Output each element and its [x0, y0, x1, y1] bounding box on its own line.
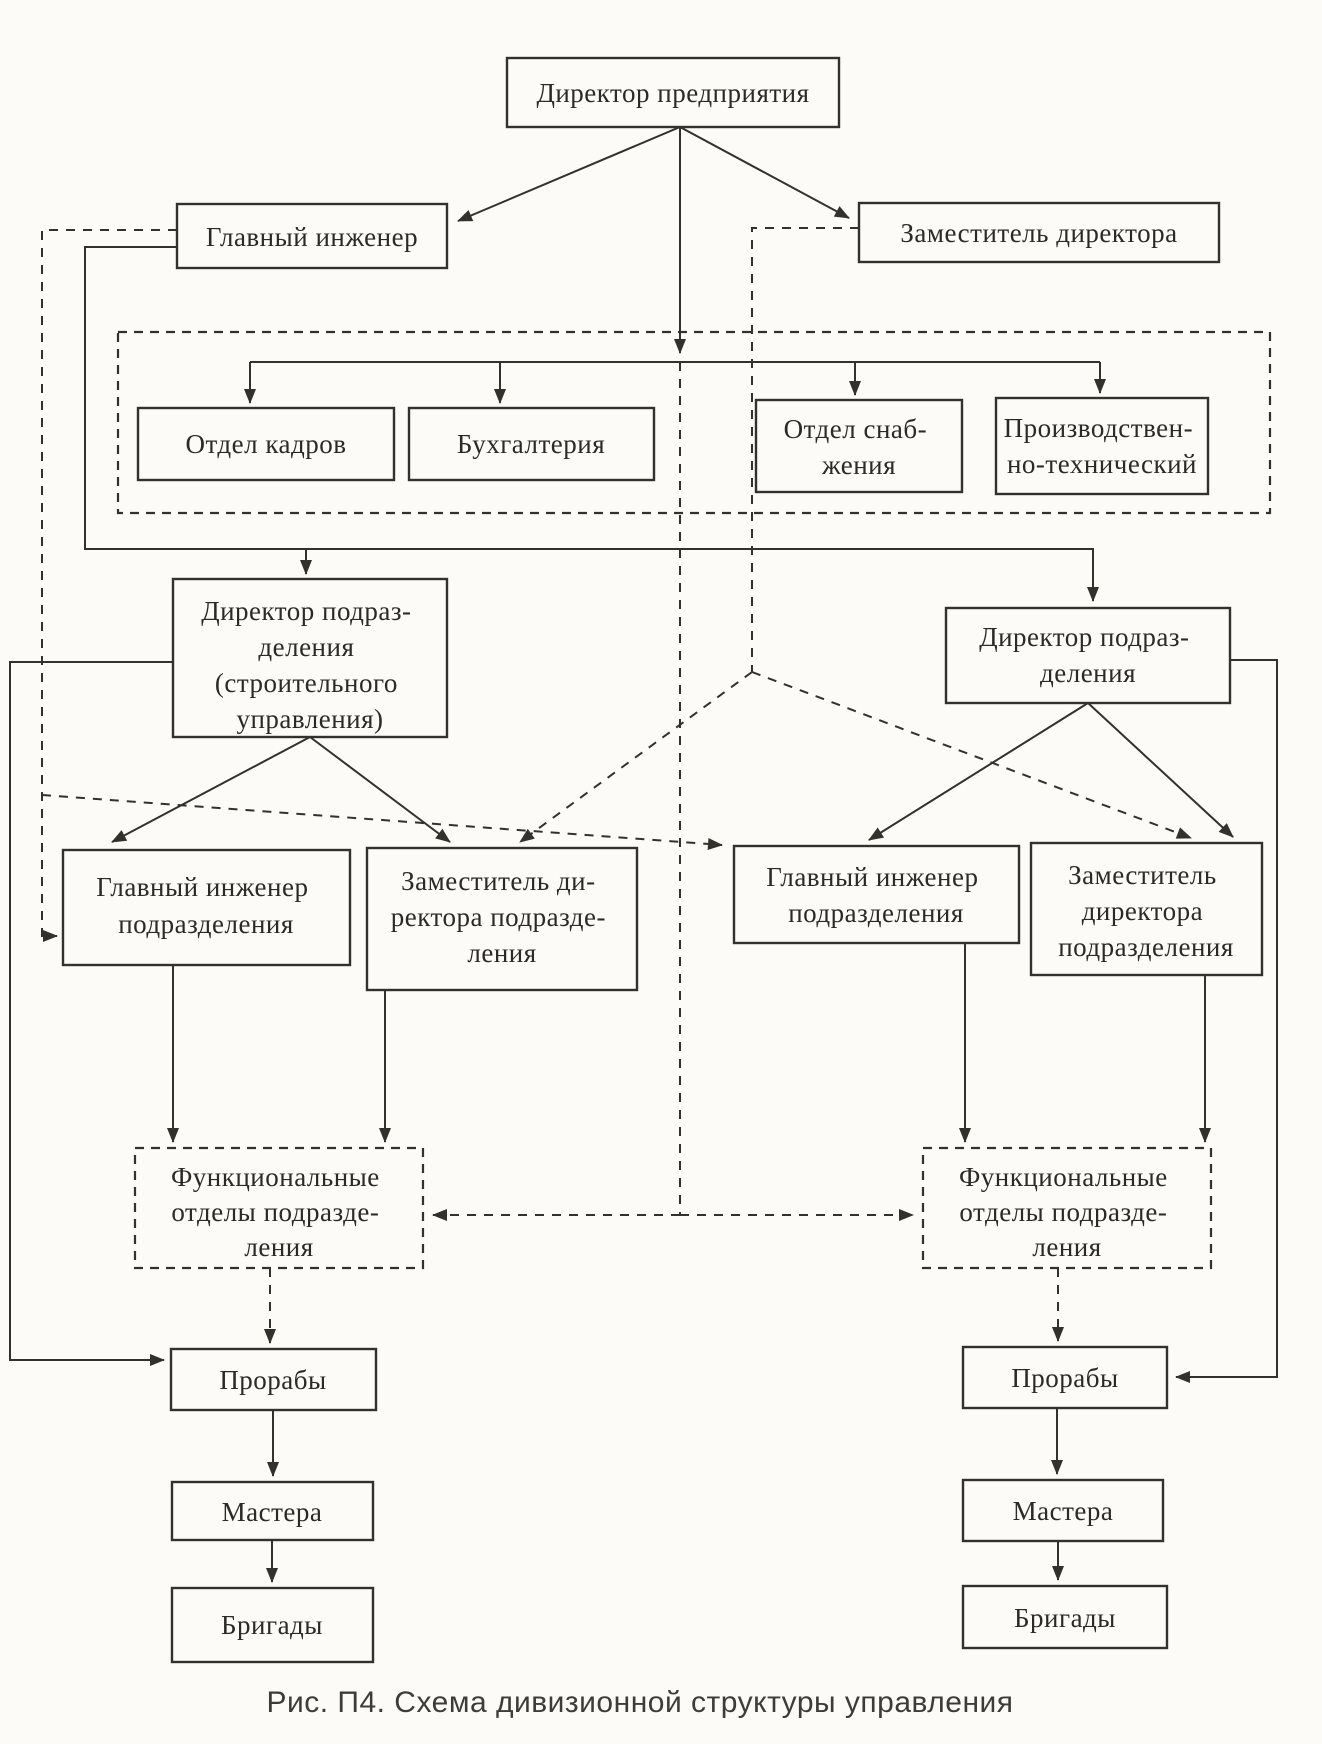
node-box — [407, 406, 656, 482]
node-box — [857, 201, 1221, 264]
node-hr-department: Отдел кадров — [136, 406, 396, 482]
node-label: Функциональные отделы подразде- ления — [171, 1162, 387, 1262]
edge-dashed-deputy-to-left-deputy — [519, 671, 753, 843]
node-left-deputy-director: Заместитель ди- ректора подразде- ления — [365, 846, 639, 992]
edge-left-division-to-deputy — [309, 736, 451, 843]
node-box — [994, 396, 1210, 496]
node-label: Главный инженер подразделения — [766, 862, 985, 928]
edge-left-division-to-chief-engineer — [111, 736, 311, 843]
figure-caption: Рис. П4. Схема дивизионной структуры упр… — [266, 1686, 1013, 1719]
node-label: Директор предприятия — [536, 78, 809, 108]
edge-director-to-deputy — [679, 126, 850, 219]
node-left-masters: Мастера — [170, 1480, 375, 1542]
node-label: Главный инженер подразделения — [96, 872, 315, 939]
node-box — [732, 844, 1021, 945]
node-right-deputy-director: Заместитель директора подразделения — [1029, 841, 1264, 977]
node-supply-department: Отдел снаб- жения — [754, 398, 964, 494]
node-label: Функциональные отделы подразде- ления — [959, 1162, 1175, 1262]
edge-dashed-chief-to-left-chief — [41, 229, 177, 942]
staff-departments-group-frame — [116, 330, 1272, 515]
node-right-division-director: Директор подраз- деления — [944, 606, 1232, 705]
node-box — [944, 606, 1232, 705]
node-left-division-director: Директор подраз- деления (строительного … — [171, 577, 449, 739]
node-label: Заместитель ди- ректора подразде- ления — [391, 866, 613, 968]
node-label: Отдел снаб- жения — [784, 414, 935, 480]
node-box — [921, 1146, 1213, 1270]
node-box — [961, 1478, 1165, 1543]
node-box — [1029, 841, 1264, 977]
node-deputy-director: Заместитель директора — [857, 201, 1221, 264]
edge-right-division-to-chief-engineer — [868, 702, 1089, 841]
node-label: Директор подраз- деления — [979, 622, 1197, 688]
edge-dashed-deputy-stem — [751, 227, 859, 672]
node-label: Заместитель директора подразделения — [1058, 860, 1234, 962]
node-box — [136, 406, 396, 482]
edge-director-to-chief-engineer — [457, 126, 681, 222]
node-label: Главный инженер — [206, 222, 418, 252]
node-right-chief-engineer: Главный инженер подразделения — [732, 844, 1021, 945]
node-box — [61, 848, 352, 967]
edge-dashed-deputy-to-right-deputy — [751, 671, 1192, 839]
node-right-functional-departments: Функциональные отделы подразде- ления — [921, 1146, 1213, 1270]
node-label: Мастера — [1013, 1496, 1114, 1526]
node-label: Заместитель директора — [900, 218, 1177, 248]
node-box — [133, 1146, 425, 1270]
node-box — [754, 398, 964, 494]
node-label: Прорабы — [219, 1365, 326, 1395]
edge-right-division-to-foremen-rail — [1175, 659, 1278, 1383]
node-chief-engineer: Главный инженер — [175, 202, 449, 270]
edges — [9, 126, 1278, 1583]
node-box — [961, 1584, 1169, 1650]
edge-right-division-to-deputy — [1087, 702, 1234, 838]
node-director-enterprise: Директор предприятия — [505, 56, 841, 129]
edge-left-division-to-foremen-rail — [9, 661, 173, 1366]
node-left-functional-departments: Функциональные отделы подразде- ления — [133, 1146, 425, 1270]
node-right-foremen: Прорабы — [961, 1345, 1169, 1410]
node-right-masters: Мастера — [961, 1478, 1165, 1543]
edge-chief-engineer-rail — [84, 246, 1099, 602]
node-box — [170, 1480, 375, 1542]
node-box — [505, 56, 841, 129]
node-label: Бухгалтерия — [457, 429, 605, 459]
node-box — [365, 846, 639, 992]
node-box — [169, 1347, 378, 1412]
node-label: Производствен- но-технический — [1004, 413, 1201, 479]
node-box — [175, 202, 449, 270]
node-left-chief-engineer: Главный инженер подразделения — [61, 848, 352, 967]
node-box — [170, 1586, 375, 1664]
node-label: Мастера — [222, 1497, 323, 1527]
edge-dashed-chief-to-right-chief — [41, 794, 723, 850]
node-left-brigades: Бригады — [170, 1586, 375, 1664]
node-left-foremen: Прорабы — [169, 1347, 378, 1412]
node-box — [171, 577, 449, 739]
node-accounting: Бухгалтерия — [407, 406, 656, 482]
node-label: Отдел кадров — [185, 429, 346, 459]
node-label: Бригады — [1014, 1603, 1116, 1633]
node-label: Прорабы — [1011, 1363, 1118, 1393]
node-label: Директор подраз- деления (строительного … — [201, 596, 419, 734]
node-label: Бригады — [221, 1610, 323, 1640]
node-right-brigades: Бригады — [961, 1584, 1169, 1650]
node-production-technical: Производствен- но-технический — [994, 396, 1210, 496]
node-box — [961, 1345, 1169, 1410]
